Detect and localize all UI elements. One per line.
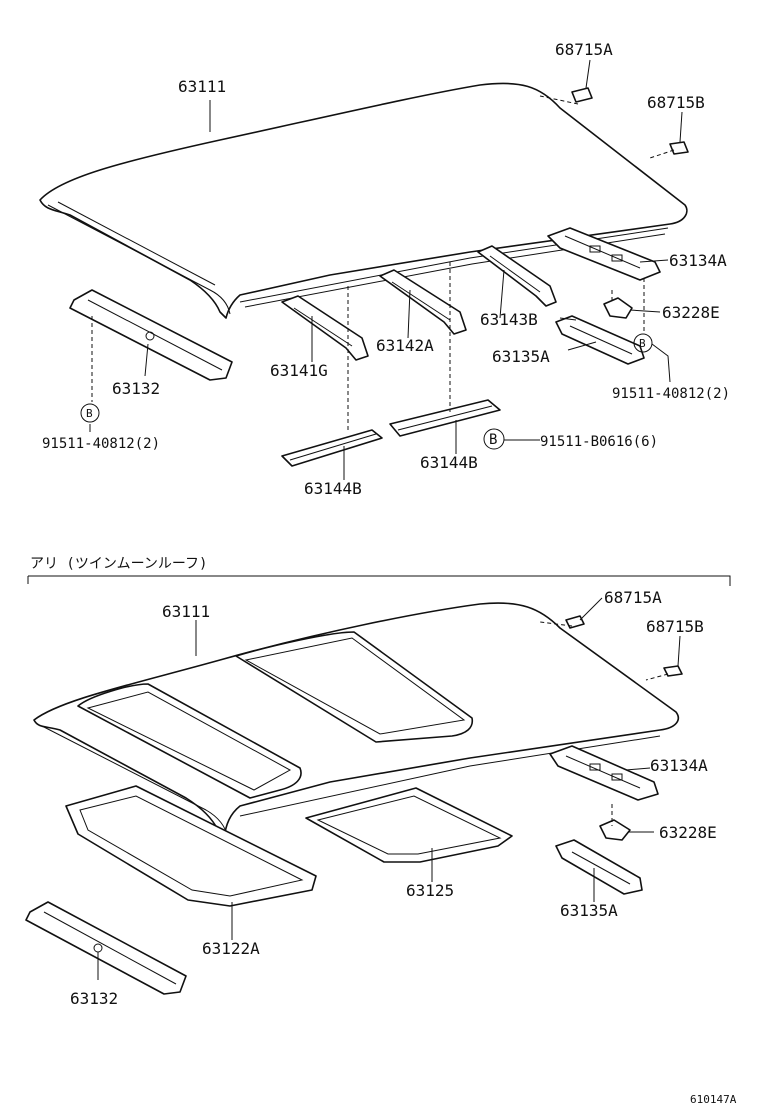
rail-63134a-bottom (549, 745, 659, 801)
front-header-63132-top (69, 289, 233, 381)
clip-68715a-bottom (565, 615, 585, 629)
label-bracket-right-top: 63228E (662, 303, 720, 322)
label-front-sunroof-frame: 63122A (202, 939, 260, 958)
bolt-marker-right-label: B (639, 337, 646, 350)
label-front-header-bottom: 63132 (70, 989, 118, 1008)
label-bracket-right-bottom: 63228E (659, 823, 717, 842)
bolt-marker-center-label: B (489, 432, 497, 448)
front-sunroof-frame-63122a (65, 785, 317, 907)
catalog-code: 610147A (690, 1093, 737, 1106)
label-clip-a-top: 68715A (555, 40, 613, 59)
label-roof-panel-bottom: 63111 (162, 602, 210, 621)
bolt-marker-left-label: B (86, 407, 93, 420)
label-roof-panel-top: 63111 (178, 77, 226, 96)
label-front-header-top: 63132 (112, 379, 160, 398)
bolt-marker-center (483, 428, 505, 450)
label-rail-right-front-bottom: 63134A (650, 756, 708, 775)
label-clip-b-top: 68715B (647, 93, 705, 112)
label-rail-right-rear-top: 63135A (492, 347, 550, 366)
label-bolt-left: 91511-40812(2) (42, 436, 160, 452)
reinforcement-63144b-left (281, 429, 383, 467)
clip-68715a-top (571, 87, 593, 103)
label-rail-right-front-top: 63134A (669, 251, 727, 270)
front-header-63132-bottom (25, 901, 187, 995)
bottom-section: 63111 68715A 68715B 63134A 63228E 63125 … (25, 588, 717, 1008)
label-bow-rear: 63143B (480, 310, 538, 329)
roof-panel-top (39, 82, 688, 319)
variant-header: アリ (ツインムーンルーフ) (27, 556, 731, 586)
rail-63134a-top (547, 227, 661, 281)
label-bow-center: 63142A (376, 336, 434, 355)
sunroof-opening-front (77, 683, 302, 799)
bolt-marker-left (80, 403, 100, 423)
rear-sunroof-frame-63125 (305, 787, 513, 863)
label-reinforcement-right: 63144B (420, 453, 478, 472)
label-rail-right-rear-bottom: 63135A (560, 901, 618, 920)
label-clip-a-bottom: 68715A (604, 588, 662, 607)
bolt-marker-right (633, 333, 653, 353)
label-clip-b-bottom: 68715B (646, 617, 704, 636)
clip-68715b-top (669, 141, 689, 155)
bracket-63228e-bottom (599, 819, 631, 841)
label-reinforcement-left: 63144B (304, 479, 362, 498)
clip-68715b-bottom (663, 665, 683, 677)
top-section: B B B 63111 68715A 68715B 63134A 63228E … (39, 40, 730, 498)
label-bolt-right: 91511-40812(2) (612, 386, 730, 402)
label-bolt-center: 91511-B0616(6) (540, 434, 658, 450)
variant-heading: アリ (ツインムーンルーフ) (30, 556, 207, 572)
sunroof-opening-rear (235, 631, 474, 743)
bracket-63228e-top (603, 297, 633, 319)
label-bow-front: 63141G (270, 361, 328, 380)
label-rear-sunroof-frame: 63125 (406, 881, 454, 900)
